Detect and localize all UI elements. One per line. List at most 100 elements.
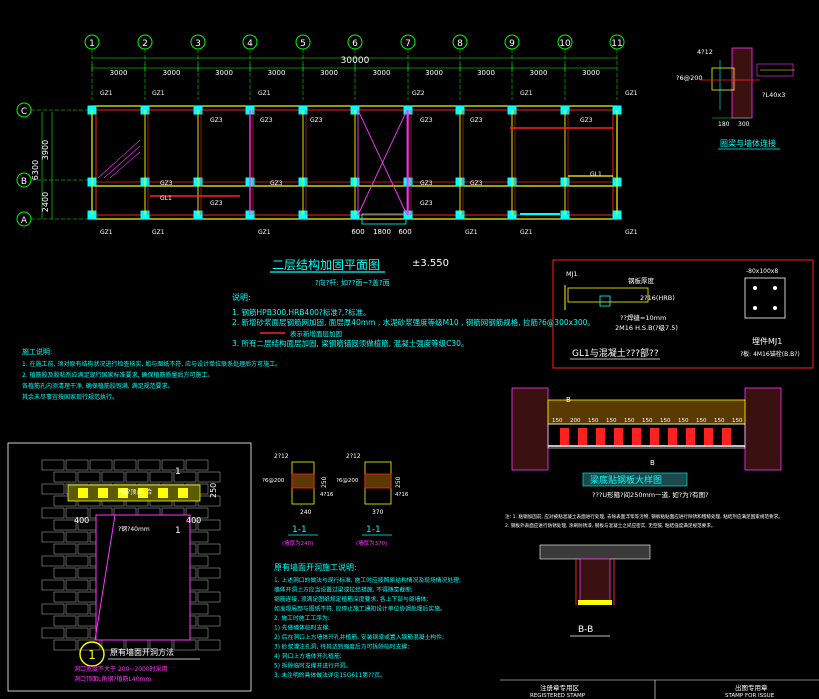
section-details: 2?12 2?12 ?6@200 ?6@200 4?16 4?16 240 37…	[262, 453, 409, 547]
grid-col-label: 11	[611, 39, 622, 49]
lintel-note: ?钢?40mm	[118, 525, 150, 533]
plan-tag-gz2: GZ2	[412, 90, 425, 97]
wall-tie-detail: 4?12 ?6@200 ?L40x3 180 300 圈梁与墙体连接	[676, 47, 795, 150]
gl1-title: GL1与混凝土???部??	[572, 347, 659, 359]
u-hoop	[614, 428, 623, 446]
bb-title: B-B	[578, 625, 593, 635]
left-notes-heading: 施工说明:	[22, 347, 52, 356]
gl1-bars: 2?16(HRB)	[640, 294, 675, 302]
opening-detail: ?钢?顶点: 合 ?钢?40mm 400 400 250 1 1 1 原有墙面开…	[7, 442, 252, 692]
beam-dim: 200	[570, 418, 581, 424]
plan-tag-gz1: GZ1	[100, 229, 113, 236]
opening-notes: 原有墙面开洞施工说明: 1. 上述洞口的做法与现行标准, 施工时应按照原结构情况…	[274, 562, 461, 679]
u-hoop	[722, 428, 731, 446]
lintel-block	[118, 488, 128, 498]
u-hoop	[596, 428, 605, 446]
opening-dim-right: 400	[186, 516, 201, 525]
opening-dim-h: 250	[209, 483, 218, 498]
plan-tag-gz1: GZ1	[100, 90, 113, 97]
beam-dim: 150	[678, 418, 689, 424]
plan-tag-gz1: GZ1	[152, 90, 165, 97]
plan-tag-gz3: GZ3	[210, 117, 223, 124]
opening-num: 1	[88, 648, 96, 662]
sec1-label-3: 4?16	[320, 492, 334, 498]
grid-row-label: B	[21, 177, 27, 187]
beam-note-1: 注: 1. 粘钢加固前, 应对被粘混凝土表面进行处理, 去除表面浮浆等污物, 钢…	[505, 513, 783, 520]
plan-tag-gz3: GZ3	[420, 117, 433, 124]
opening-note-line: 1) 先做墙体临时支撑;	[274, 624, 330, 632]
beam-detail-title: 梁底贴钢板大样图	[590, 474, 662, 486]
sec2-note: (墙厚为370)	[356, 539, 387, 547]
grid-col-label: 5	[300, 39, 306, 49]
plan-tag-gl1: GL1	[590, 171, 602, 178]
grid-col-label: 4	[247, 39, 253, 49]
wall-tie-title: 圈梁与墙体连接	[720, 138, 776, 148]
lintel-block	[158, 488, 168, 498]
plan-tag-gz1: GZ1	[152, 229, 165, 236]
door-dim-2: 1800	[373, 228, 391, 236]
beam-dim: 150	[732, 418, 743, 424]
grid-col-label: 9	[509, 39, 515, 49]
left-notes: 施工说明: 1. 在施工前, 须对原有结构状况进行检查核实, 如与图纸不符, 应…	[22, 347, 281, 401]
embed-note: ?板: 4M16锚栓(B.B?)	[740, 350, 800, 358]
stamp-strip: 注册章专用区 REGISTERED STAMP 出图专用章 STAMP FOR …	[500, 679, 819, 699]
sec1-title: 1-1	[292, 525, 307, 535]
main-notes: 说明: 1. 钢筋HPB300,HRB400?标准?,?标准。 2. 新增砂浆面…	[232, 292, 595, 348]
opening-note-2: 洞口顶面L角钢?植筋L40mm	[74, 675, 151, 683]
opening-note-line: 3) 砂浆灌注孔洞, 待其达到强度后方可拆除临时支撑;	[274, 643, 409, 651]
grid-col-label: 1	[89, 39, 95, 49]
tie-dim-2: 300	[738, 121, 750, 128]
beam-dim: 150	[660, 418, 671, 424]
plan-tag-gz1: GZ1	[625, 229, 638, 236]
left-note-3: 各植筋孔内须清理干净, 确保植筋胶饱满, 满足规范要求。	[22, 382, 174, 390]
grid-col-label: 2	[142, 39, 148, 49]
plan-tag-gz3: GZ3	[260, 117, 273, 124]
grid-row-label: A	[21, 216, 28, 226]
opening-note-line: 墙体开洞上方应当设置过梁或拉结措施, 不得随意截断;	[274, 586, 413, 594]
stamp-left-label: 注册章专用区	[540, 683, 580, 692]
main-legend: 表示新增面层加固	[290, 329, 342, 338]
row-dim-1: 3900	[41, 140, 50, 160]
u-hoop	[686, 428, 695, 446]
lintel-block	[98, 488, 108, 498]
beam-tag-b2: B	[650, 459, 655, 467]
left-dimensions: 3900 2400 6300	[31, 112, 53, 219]
plan-tag-gz1: GZ1	[258, 229, 271, 236]
sec2-dim-w: 370	[372, 509, 384, 516]
gl1-plate: 钢板厚度	[628, 276, 655, 285]
gl1-mj1: MJ1	[566, 270, 578, 278]
bay-dimension: 3000	[373, 69, 391, 77]
grid-col-label: 10	[559, 39, 571, 49]
plan-tag-gl1: GL1	[160, 195, 172, 202]
opening-note-line: 1. 上述洞口的做法与现行标准, 施工时应按照原结构情况及现场情况处理;	[274, 576, 461, 584]
opening-note-line: 4) 洞口上方墙体开孔植筋;	[274, 652, 342, 660]
tie-label-2: ?6@200	[676, 74, 703, 82]
sec2-label-2: ?6@200	[336, 478, 359, 484]
stamp-right-sub: STAMP FOR ISSUE	[725, 693, 775, 699]
sec1-dim-w: 240	[300, 509, 312, 516]
bay-dimension: 3000	[425, 69, 443, 77]
opening-notes-heading: 原有墙面开洞施工说明:	[274, 562, 357, 572]
u-hoop	[704, 428, 713, 446]
beam-dim: 150	[606, 418, 617, 424]
beam-detail-note: ???U形箍?间250mm一道, 如?为?有图?	[592, 490, 709, 499]
stamp-left-sub: REGISTERED STAMP	[530, 693, 586, 699]
plan-tag-gz1: GZ1	[465, 229, 478, 236]
grid-col-label: 3	[195, 39, 201, 49]
bb-section: B-B	[539, 544, 651, 637]
sec2-label-3: 4?16	[395, 492, 409, 498]
plan-title: 二层结构加固平面图	[272, 257, 380, 272]
sec1-dim-h: 250	[321, 476, 328, 488]
opening-title: 原有墙面开洞方法	[110, 647, 174, 657]
sec1-label-2: ?6@200	[262, 478, 285, 484]
gl1-bolt: 2M16 H.S.B(?级7.5)	[615, 323, 678, 332]
plan-tag-gz3: GZ3	[160, 180, 173, 187]
opening-note-line: 2) 后在洞口上方墙体开孔并植筋, 安装钢梁或置入钢筋混凝土构件;	[274, 633, 444, 641]
plan-tag-gz1: GZ1	[625, 90, 638, 97]
beam-dim: 150	[624, 418, 635, 424]
door-dim-1: 600	[351, 228, 364, 236]
